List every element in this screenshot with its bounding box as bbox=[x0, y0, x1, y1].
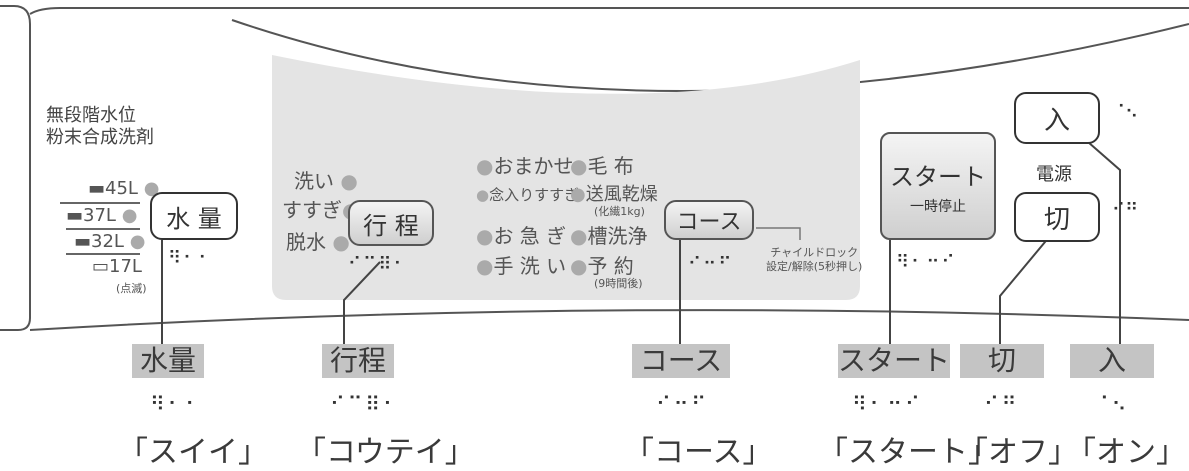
power-off-button[interactable]: 切 bbox=[1014, 192, 1100, 242]
course-timer-note: (9時間後) bbox=[594, 277, 643, 290]
course-blanket: ●毛 布 bbox=[570, 150, 634, 179]
course-thorough-rinse: ●念入りすすぎ bbox=[476, 184, 579, 205]
legend-braille-on-icon: ⠈⠢ bbox=[1094, 392, 1130, 416]
indicator-dot-icon: ● bbox=[570, 224, 588, 248]
legend-braille-water-icon: ⠻⠂⠂ bbox=[150, 392, 203, 416]
legend-reading-start: 「スタート」 bbox=[818, 435, 998, 470]
cycle-wash: 洗い ● bbox=[294, 165, 358, 194]
course-label: 念入りすすぎ bbox=[489, 186, 580, 204]
water-level-32l: ▬32L ● bbox=[74, 231, 145, 252]
braille-on-icon: ⠈⠢ bbox=[1112, 102, 1139, 123]
legend-reading-cycle: 「コウテイ」 bbox=[296, 435, 475, 470]
legend-label-off: 切 bbox=[960, 344, 1044, 378]
cycle-label: 洗い bbox=[294, 169, 334, 193]
legend-label-water: 水量 bbox=[132, 344, 204, 378]
blink-note: (点滅) bbox=[116, 282, 147, 295]
water-level-title-line2: 粉末合成洗剤 bbox=[46, 127, 154, 148]
course-handwash: ●手 洗 い bbox=[476, 250, 566, 279]
water-level-title: 無段階水位 粉末合成洗剤 bbox=[46, 105, 154, 149]
water-amount-button[interactable]: 水 量 bbox=[150, 192, 238, 240]
start-label: スタート bbox=[890, 162, 986, 191]
course-label: おまかせ bbox=[493, 154, 574, 178]
legend-label-start: スタート bbox=[838, 344, 951, 378]
course-label: 槽洗浄 bbox=[587, 224, 648, 248]
bucket-icon: ▬ bbox=[88, 178, 106, 199]
start-pause-button[interactable]: スタート 一時停止 bbox=[880, 132, 996, 240]
legend-braille-off-icon: ⠊⠛ bbox=[984, 392, 1020, 416]
bucket-icon: ▬ bbox=[74, 231, 92, 252]
level-label: 17L bbox=[109, 256, 142, 277]
legend-reading-course: 「コース」 bbox=[624, 435, 773, 470]
course-button[interactable]: コース bbox=[664, 200, 754, 240]
cycle-label: 脱水 bbox=[286, 230, 326, 254]
legend-label-on: 入 bbox=[1070, 344, 1154, 378]
braille-cycle-icon: ⠊⠉⠿⠂ bbox=[348, 254, 409, 275]
course-omakase: ●おまかせ bbox=[476, 150, 573, 179]
cycle-label: すすぎ bbox=[282, 198, 342, 222]
course-label: 毛 布 bbox=[587, 154, 634, 178]
legend-braille-start-icon: ⠻⠂⠒⠊ bbox=[852, 392, 923, 416]
indicator-dot-icon: ● bbox=[121, 205, 138, 226]
braille-water-icon: ⠻⠂⠂ bbox=[168, 248, 214, 269]
legend-reading-off: 「オフ」 bbox=[958, 435, 1078, 470]
legend-label-course: コース bbox=[632, 344, 730, 378]
braille-course-icon: ⠊⠒⠋ bbox=[688, 254, 734, 275]
level-label: 37L bbox=[83, 205, 116, 226]
cycle-spin: 脱水 ● bbox=[286, 226, 350, 255]
indicator-dot-icon: ● bbox=[570, 254, 588, 278]
cycle-button[interactable]: 行 程 bbox=[348, 200, 434, 246]
level-label: 45L bbox=[105, 178, 138, 199]
indicator-dot-icon: ● bbox=[570, 154, 588, 178]
indicator-dot-icon: ● bbox=[476, 186, 490, 204]
indicator-dot-icon: ● bbox=[334, 169, 358, 193]
course-air-dry-note: (化繊1kg) bbox=[594, 205, 645, 218]
child-lock-title: チャイルドロック bbox=[770, 246, 859, 259]
legend-braille-cycle-icon: ⠊⠉⠿⠂ bbox=[330, 392, 401, 416]
legend-reading-on: 「オン」 bbox=[1066, 435, 1186, 470]
course-timer: ●予 約 bbox=[570, 250, 634, 279]
indicator-dot-icon: ● bbox=[476, 154, 494, 178]
course-label: 予 約 bbox=[587, 254, 634, 278]
indicator-dot-icon: ● bbox=[129, 231, 146, 252]
course-label: お 急 ぎ bbox=[493, 224, 567, 248]
braille-start-icon: ⠻⠂⠒⠊ bbox=[896, 252, 957, 273]
course-air-dry: ●送風乾燥 bbox=[570, 180, 658, 206]
indicator-dot-icon: ● bbox=[570, 184, 586, 205]
power-label: 電源 bbox=[1036, 164, 1072, 185]
pause-label: 一時停止 bbox=[910, 198, 966, 215]
child-lock-hint: 設定/解除(5秒押し) bbox=[766, 260, 863, 273]
bucket-icon: ▭ bbox=[92, 256, 110, 277]
course-quick: ●お 急 ぎ bbox=[476, 220, 566, 249]
course-label: 手 洗 い bbox=[493, 254, 567, 278]
water-level-37l: ▬37L ● bbox=[66, 205, 137, 226]
bucket-icon: ▬ bbox=[66, 205, 84, 226]
course-tub-clean: ●槽洗浄 bbox=[570, 220, 647, 249]
indicator-dot-icon: ● bbox=[476, 254, 494, 278]
water-level-title-line1: 無段階水位 bbox=[46, 105, 136, 126]
child-lock-label: チャイルドロック 設定/解除(5秒押し) bbox=[766, 246, 862, 274]
course-label: 送風乾燥 bbox=[585, 184, 658, 205]
water-level-17l: ▭17L bbox=[92, 256, 142, 277]
water-level-45l: ▬45L ● bbox=[88, 178, 159, 199]
legend-reading-water: 「スイイ」 bbox=[118, 435, 268, 470]
indicator-dot-icon: ● bbox=[326, 230, 350, 254]
legend-braille-course-icon: ⠊⠒⠋ bbox=[656, 392, 709, 416]
level-label: 32L bbox=[91, 231, 124, 252]
indicator-dot-icon: ● bbox=[476, 224, 494, 248]
power-on-button[interactable]: 入 bbox=[1014, 92, 1100, 144]
legend-label-cycle: 行程 bbox=[322, 344, 394, 378]
braille-off-icon: ⠊⠛ bbox=[1112, 200, 1139, 221]
